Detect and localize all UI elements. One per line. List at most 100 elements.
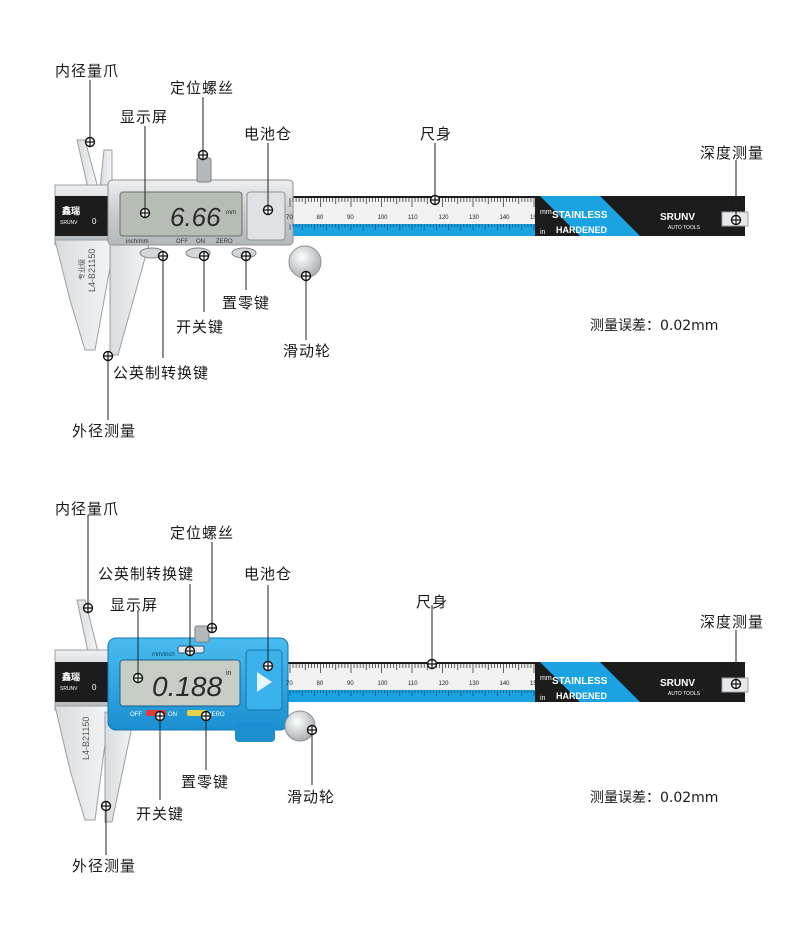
locking-screw[interactable] xyxy=(196,157,212,183)
beam-inch-scale xyxy=(285,690,535,702)
hardened-text: HARDENED xyxy=(556,691,608,701)
ruler-number: 90 xyxy=(347,681,354,687)
callout-markers xyxy=(82,136,742,812)
beam-logo-sub: AUTO TOOLS xyxy=(668,225,701,231)
crosshair-icon xyxy=(155,711,165,721)
crosshair-icon xyxy=(427,659,437,669)
ruler-number: 70 xyxy=(286,215,293,221)
accuracy-note: 测量误差：0.02mm xyxy=(590,318,719,334)
ruler-number: 100 xyxy=(378,681,389,687)
beam-logo: SRUNV xyxy=(660,212,695,223)
ruler-number: 120 xyxy=(439,681,450,687)
lcd-unit: in xyxy=(226,670,232,677)
beam-accent xyxy=(540,196,640,236)
ruler-number: 120 xyxy=(439,215,450,221)
label-battery: 电池仓 xyxy=(244,565,293,583)
label-depth: 深度测量 xyxy=(700,144,765,162)
label-beam: 尺身 xyxy=(416,593,449,611)
ruler-number: 140 xyxy=(500,215,511,221)
crosshair-icon xyxy=(83,603,93,613)
label-battery: 电池仓 xyxy=(244,125,293,143)
label-inner-jaws: 内径量爪 xyxy=(55,500,120,518)
label-display: 显示屏 xyxy=(110,596,159,614)
stainless-text: STAINLESS xyxy=(552,676,608,687)
crosshair-icon xyxy=(103,351,113,361)
crosshair-icon xyxy=(731,215,741,225)
crosshair-icon xyxy=(140,208,150,218)
lcd-reading: 6.66 xyxy=(170,202,221,232)
beam-scale-window xyxy=(285,198,535,224)
beam-inch-scale xyxy=(285,224,535,236)
outer-jaw-fixed xyxy=(54,239,116,351)
label-zero-key: 置零键 xyxy=(181,773,230,791)
callout-lines-2 xyxy=(87,515,737,855)
lcd-reading: 0.188 xyxy=(152,671,222,702)
crosshair-icon xyxy=(430,195,440,205)
caption-zero: ZERO xyxy=(208,712,225,718)
lcd-unit: mm xyxy=(226,210,236,216)
crosshair-icon xyxy=(198,150,208,160)
ruler-number: 90 xyxy=(347,215,354,221)
brand-cn: 鑫瑞 xyxy=(61,671,80,682)
crosshair-icon xyxy=(207,623,217,633)
ruler-number: 140 xyxy=(500,681,511,687)
in-unit: in xyxy=(540,695,546,702)
ruler-number: 110 xyxy=(408,681,418,687)
label-power-key: 开关键 xyxy=(176,318,225,336)
crosshair-icon xyxy=(199,251,209,261)
ruler-number: 130 xyxy=(469,681,480,687)
label-outer: 外径测量 xyxy=(72,422,137,440)
outer-jaw-fixed xyxy=(54,705,111,821)
caption-off: OFF xyxy=(176,239,188,245)
inner-jaw-fixed xyxy=(76,139,99,189)
label-zero-key: 置零键 xyxy=(222,294,271,312)
label-inner-jaws: 内径量爪 xyxy=(55,62,120,80)
battery-cover xyxy=(246,191,286,241)
pro-grade-tag: 专业级 xyxy=(77,259,86,280)
caption-unit: mm/inch xyxy=(152,652,175,658)
battery-arrow-icon xyxy=(257,672,272,692)
crosshair-icon xyxy=(133,673,143,683)
crosshair-icon xyxy=(731,679,741,689)
mm-unit: mm xyxy=(540,209,552,216)
label-locking-screw: 定位螺丝 xyxy=(170,524,235,542)
crosshair-icon xyxy=(158,251,168,261)
model-number: L4-B21150 xyxy=(87,249,97,292)
zero-mark: 0 xyxy=(92,683,97,692)
caliper-1 xyxy=(54,139,749,356)
ruler-number: 100 xyxy=(378,215,389,221)
label-unit-key: 公英制转换键 xyxy=(98,565,195,583)
caption-off: OFF xyxy=(130,712,142,718)
label-beam: 尺身 xyxy=(420,125,453,143)
crosshair-icon xyxy=(307,725,317,735)
beam-logo-sub: AUTO TOOLS xyxy=(668,691,701,697)
label-unit-key: 公英制转换键 xyxy=(113,364,210,382)
caption-unit: inch/mm xyxy=(126,239,149,245)
beam-accent xyxy=(540,662,640,702)
crosshair-icon xyxy=(101,801,111,811)
ruler-number: 130 xyxy=(469,215,480,221)
ruler-number: 80 xyxy=(317,215,324,221)
locking-screw[interactable] xyxy=(194,625,210,643)
brand-en: SRUNV xyxy=(60,220,78,226)
label-thumb-wheel: 滑动轮 xyxy=(287,788,336,806)
crosshair-icon xyxy=(263,661,273,671)
accuracy-note: 测量误差：0.02mm xyxy=(590,790,719,806)
label-depth: 深度测量 xyxy=(700,613,765,631)
beam-scale-window xyxy=(285,664,535,690)
model-number: L4-B21150 xyxy=(81,717,91,760)
label-locking-screw: 定位螺丝 xyxy=(170,79,235,97)
ruler-number: 70 xyxy=(286,681,293,687)
label-display: 显示屏 xyxy=(120,108,169,126)
ruler-number: 150 xyxy=(530,215,541,221)
slider-base xyxy=(235,722,275,742)
crosshair-icon xyxy=(201,711,211,721)
crosshair-icon xyxy=(85,137,95,147)
label-thumb-wheel: 滑动轮 xyxy=(283,342,332,360)
hardened-text: HARDENED xyxy=(556,225,608,235)
lcd-screen xyxy=(119,191,243,237)
caption-zero: ZERO xyxy=(216,239,233,245)
